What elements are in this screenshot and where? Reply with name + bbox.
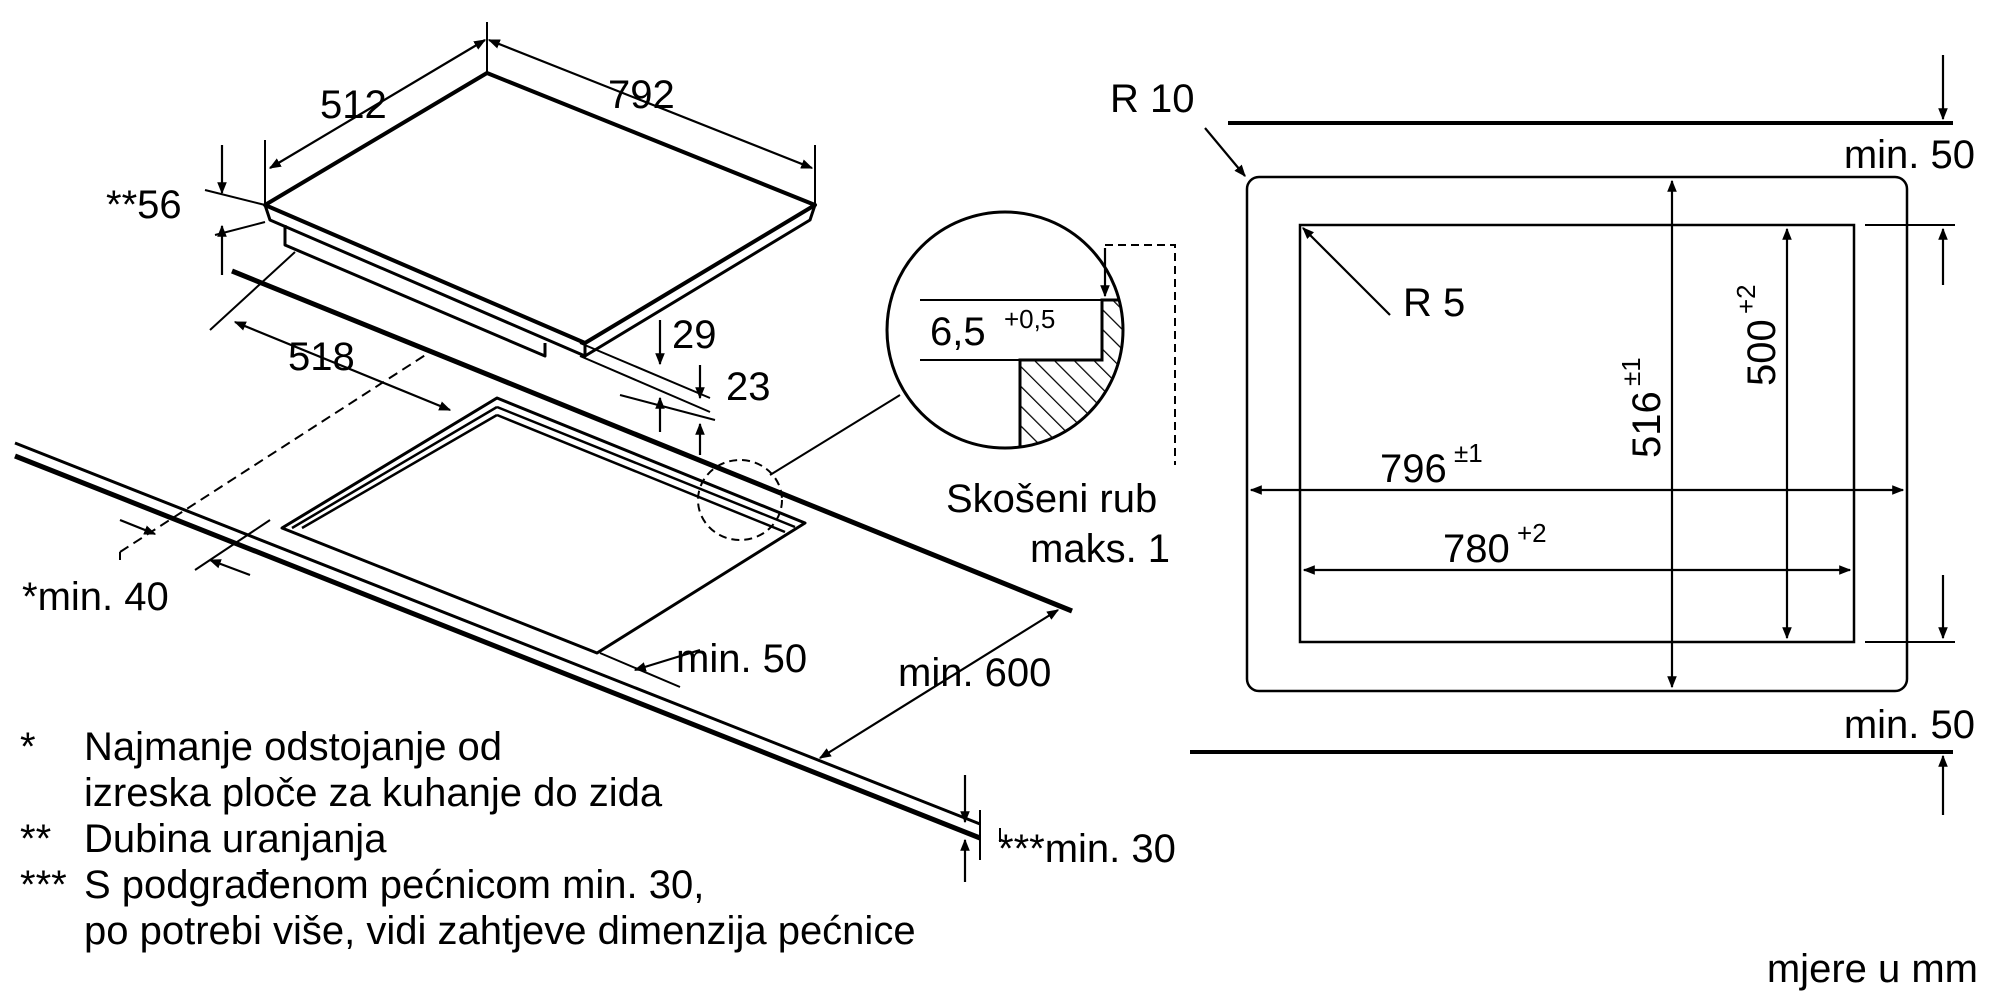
label-796: 796 bbox=[1380, 447, 1447, 491]
note-3-mark: *** bbox=[20, 863, 67, 907]
label-516: 516 bbox=[1625, 391, 1669, 458]
dimline-min40-right bbox=[208, 558, 251, 577]
worktop-front-edge-top bbox=[14, 441, 981, 826]
label-min-worktop: min. 600 bbox=[898, 651, 1051, 695]
worktop-cutout bbox=[280, 396, 807, 655]
detail-caption-line1: Skošeni rub bbox=[946, 477, 1157, 521]
dimline-512 bbox=[268, 39, 487, 169]
label-min50-bottom: min. 50 bbox=[1844, 703, 1975, 747]
cutout-inner bbox=[1298, 223, 1856, 644]
label-r5: R 5 bbox=[1403, 281, 1465, 325]
label-518: 518 bbox=[288, 335, 355, 379]
label-796-tol: ±1 bbox=[1454, 438, 1483, 468]
bevel-hatch bbox=[1018, 298, 1123, 448]
detail-leader-line bbox=[769, 394, 901, 476]
cutout-plan-view bbox=[1190, 55, 1955, 815]
label-500: 500 bbox=[1740, 319, 1784, 386]
worktop-front-edge-bottom bbox=[14, 453, 981, 841]
dimline-518 bbox=[233, 320, 452, 412]
label-min-front: min. 50 bbox=[676, 637, 807, 681]
note-1-line1: Najmanje odstojanje od bbox=[84, 725, 502, 769]
note-3-line2: po potrebi više, vidi zahtjeve dimenzija… bbox=[84, 909, 916, 953]
label-min-wall: *min. 40 bbox=[22, 575, 169, 619]
label-512: 512 bbox=[320, 83, 387, 127]
units-label: mjere u mm bbox=[1767, 947, 1978, 991]
dimline-min600 bbox=[818, 609, 1060, 759]
note-2-mark: ** bbox=[20, 817, 51, 861]
worktop-cutout-inner bbox=[281, 396, 796, 534]
label-500-tol: +2 bbox=[1731, 284, 1761, 314]
note-3-line1: S podgrađenom pećnicom min. 30, bbox=[84, 863, 704, 907]
cutout-outer bbox=[1245, 175, 1909, 693]
label-792: 792 bbox=[608, 73, 675, 117]
dimline-792 bbox=[487, 38, 814, 170]
label-516-tol: ±1 bbox=[1616, 357, 1646, 386]
note-1-line2: izreska ploče za kuhanje do zida bbox=[84, 771, 663, 815]
cooktop-side-left bbox=[263, 204, 587, 358]
label-780: 780 bbox=[1443, 527, 1510, 571]
cooktop-side-right bbox=[584, 204, 817, 358]
footnotes: * Najmanje odstojanje od izreska ploče z… bbox=[20, 725, 916, 953]
detail-dim-value: 6,5 bbox=[930, 310, 986, 354]
dimline-min50-front bbox=[633, 648, 701, 672]
note-1-mark: * bbox=[20, 725, 36, 769]
label-min-oven: ***min. 30 bbox=[998, 827, 1176, 871]
bevel-detail bbox=[885, 210, 1176, 465]
detail-callout-circle bbox=[697, 459, 783, 541]
detail-caption-line2: maks. 1 bbox=[1030, 527, 1170, 571]
dimline-min40-left bbox=[119, 518, 157, 536]
note-2-line1: Dubina uranjanja bbox=[84, 817, 387, 861]
cooktop-body bbox=[283, 225, 547, 358]
leader-r10 bbox=[1204, 127, 1246, 177]
label-min50-top: min. 50 bbox=[1844, 133, 1975, 177]
label-780-tol: +2 bbox=[1517, 518, 1547, 548]
isometric-view bbox=[14, 22, 1073, 882]
label-23: 23 bbox=[726, 365, 771, 409]
label-29: 29 bbox=[672, 313, 717, 357]
leader-r5 bbox=[1302, 227, 1391, 316]
label-immersion: **56 bbox=[106, 183, 182, 227]
detail-dim-tolerance: +0,5 bbox=[1004, 304, 1055, 334]
label-r10: R 10 bbox=[1110, 77, 1195, 121]
